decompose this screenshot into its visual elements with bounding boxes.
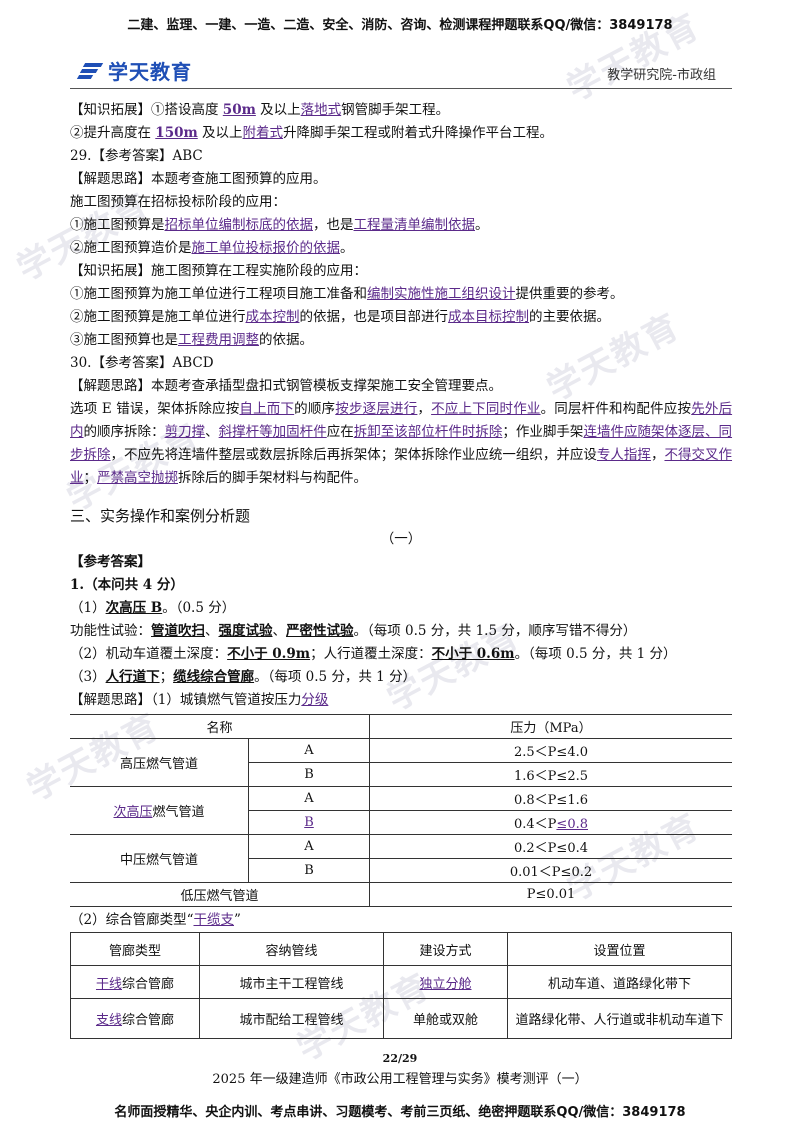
table-cell: 次高压燃气管道 — [70, 786, 249, 835]
pressure-table: 名称 压力（MPa） 高压燃气管道 A 2.5＜P≤4.0 B 1.6＜P≤2.… — [70, 714, 732, 907]
table-cell: A — [248, 834, 370, 859]
q29-intro: 施工图预算在招标投标阶段的应用： — [70, 194, 286, 210]
q29-ext-2: ②施工图预算是施工单位进行成本控制的依据，也是项目部进行成本目标控制的主要依据。 — [70, 309, 610, 325]
table-cell: 1.6＜P≤2.5 — [369, 762, 732, 787]
table-cell: 2.5＜P≤4.0 — [369, 738, 732, 763]
table-header: 建设方式 — [383, 932, 508, 966]
answer-1-1b: 功能性试验：管道吹扫、强度试验、严密性试验。（每项 0.5 分，共 1.5 分，… — [70, 623, 637, 639]
header-divider — [70, 88, 732, 89]
section-title: 三、实务操作和案例分析题 — [70, 507, 251, 525]
table-cell: 道路绿化带、人行道或非机动车道下 — [507, 998, 732, 1039]
table-cell: A — [248, 738, 370, 763]
table-cell: 高压燃气管道 — [70, 738, 249, 787]
corridor-intro: （2）综合管廊类型“干缆支” — [70, 912, 241, 928]
q28-extension-2: ②提升高度在 150m 及以上附着式升降脚手架工程或附着式升降操作平台工程。 — [70, 125, 554, 141]
table-cell: A — [248, 786, 370, 811]
table-header: 名称 — [70, 714, 370, 739]
page-number: 22/29 — [382, 1052, 418, 1065]
page-content: 【知识拓展】①搭设高度 50m 及以上落地式钢管脚手架工程。 ②提升高度在 15… — [70, 99, 732, 1039]
table-cell: 0.8＜P≤1.6 — [369, 786, 732, 811]
table-cell: 中压燃气管道 — [70, 834, 249, 883]
table-cell: 城市主干工程管线 — [199, 965, 384, 999]
table-cell: 独立分舱 — [383, 965, 508, 999]
table-cell: 0.4＜P≤0.8 — [369, 810, 732, 835]
table-header: 设置位置 — [507, 932, 732, 966]
corridor-table: 管廊类型 容纳管线 建设方式 设置位置 干线综合管廊 城市主干工程管线 独立分舱… — [70, 932, 732, 1039]
table-cell: 0.01＜P≤0.2 — [369, 858, 732, 883]
table-cell: 低压燃气管道 — [70, 882, 370, 907]
reference-answer-label: 【参考答案】 — [70, 554, 151, 570]
answer-1-3: （3）人行道下；缆线综合管廊。（每项 0.5 分，共 1 分） — [70, 669, 417, 685]
table-cell: B — [248, 810, 370, 835]
footer-title: 2025 年一级建造师《市政公用工程管理与实务》模考测评（一） — [212, 1072, 588, 1087]
table-cell: 支线综合管廊 — [70, 998, 200, 1039]
logo: 学天教育 — [76, 56, 192, 85]
q29-idea: 【解题思路】本题考查施工图预算的应用。 — [70, 171, 327, 187]
q30-paragraph: 选项 E 错误，架体拆除应按自上而下的顺序按步逐层进行，不应上下同时作业。同层杆… — [70, 401, 733, 486]
logo-icon — [76, 61, 104, 81]
table-cell: B — [248, 762, 370, 787]
table-cell: 机动车道、道路绿化带下 — [507, 965, 732, 999]
q30-answer: 30.【参考答案】ABCD — [70, 355, 214, 371]
idea-1: 【解题思路】（1）城镇燃气管道按压力分级 — [70, 692, 329, 708]
table-cell: 0.2＜P≤0.4 — [369, 834, 732, 859]
department-label: 教学研究院-市政组 — [607, 68, 716, 83]
table-cell: 单舱或双舱 — [383, 998, 508, 1039]
table-header: 容纳管线 — [199, 932, 384, 966]
table-cell: 干线综合管廊 — [70, 965, 200, 999]
top-banner: 二建、监理、一建、一造、二造、安全、消防、咨询、检测课程押题联系QQ/微信：38… — [127, 18, 673, 33]
answer-1-2: （2）机动车道覆土深度：不小于 0.9m；人行道覆土深度：不小于 0.6m。（每… — [70, 646, 677, 662]
q28-extension-1: 【知识拓展】①搭设高度 50m 及以上落地式钢管脚手架工程。 — [70, 102, 450, 118]
q29-ext-3: ③施工图预算也是工程费用调整的依据。 — [70, 332, 313, 348]
answer-1-1: （1）次高压 B。（0.5 分） — [70, 600, 236, 616]
table-cell: B — [248, 858, 370, 883]
table-header: 压力（MPa） — [369, 714, 732, 739]
q29-answer: 29.【参考答案】ABC — [70, 148, 203, 164]
table-cell: P≤0.01 — [369, 882, 732, 907]
question-1-title: 1.（本问共 4 分） — [70, 577, 184, 593]
q29-point-1: ①施工图预算是招标单位编制标底的依据，也是工程量清单编制依据。 — [70, 217, 489, 233]
q29-point-2: ②施工图预算造价是施工单位投标报价的依据。 — [70, 240, 354, 256]
q29-extension: 【知识拓展】施工图预算在工程实施阶段的应用： — [70, 263, 367, 279]
q29-ext-1: ①施工图预算为施工单位进行工程项目施工准备和编制实施性施工组织设计提供重要的参考… — [70, 286, 624, 302]
table-cell: 城市配给工程管线 — [199, 998, 384, 1039]
table-header: 管廊类型 — [70, 932, 200, 966]
bottom-banner: 名师面授精华、央企内训、考点串讲、习题模考、考前三页纸、绝密押题联系QQ/微信：… — [114, 1105, 686, 1120]
q30-idea: 【解题思路】本题考查承插型盘扣式钢管模板支撑架施工安全管理要点。 — [70, 378, 502, 394]
case-number: （一） — [380, 531, 422, 547]
logo-text: 学天教育 — [108, 60, 192, 84]
